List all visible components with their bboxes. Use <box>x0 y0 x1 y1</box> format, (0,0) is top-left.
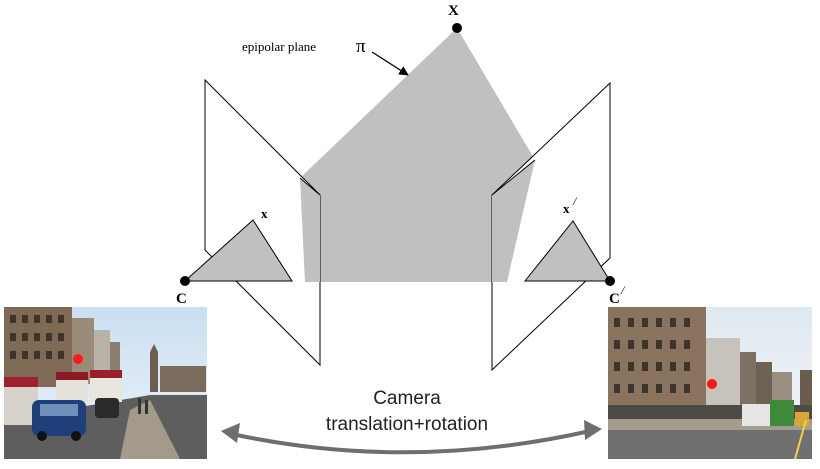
right-photo-marker <box>707 379 717 389</box>
epipolar-plane-right-overlap <box>492 160 535 282</box>
left-photo-marker <box>73 354 83 364</box>
right-street-photo <box>608 307 812 460</box>
label-pi: π <box>356 36 366 57</box>
right-camera-center <box>605 276 615 286</box>
label-x-right: x <box>563 201 570 216</box>
label-C-left: C <box>176 291 187 307</box>
camera-motion-label-line1: Camera <box>373 388 441 409</box>
point-X <box>452 23 462 33</box>
camera-motion-label-line2: translation+rotation <box>326 414 488 435</box>
right-camera-triangle <box>523 220 611 282</box>
epipolar-plane-left-overlap <box>300 178 320 282</box>
right-image-plane <box>491 81 611 372</box>
epipolar-plane <box>300 28 535 282</box>
label-C-right: C <box>609 291 620 307</box>
plane-pointer-arrow <box>371 51 409 76</box>
left-image-plane <box>204 78 321 367</box>
label-C-right-prime: / <box>620 283 626 297</box>
left-camera-center <box>180 276 190 286</box>
camera-motion-arrow <box>231 429 591 455</box>
label-X: X <box>448 3 459 19</box>
label-x-right-prime: / <box>572 194 578 208</box>
label-epipolar-plane: epipolar plane <box>242 39 316 54</box>
label-x-left: x <box>261 206 268 221</box>
left-street-photo <box>4 307 207 459</box>
arrow-head-right <box>584 420 602 440</box>
arrow-head-left <box>221 423 240 443</box>
left-camera-triangle <box>183 219 293 282</box>
